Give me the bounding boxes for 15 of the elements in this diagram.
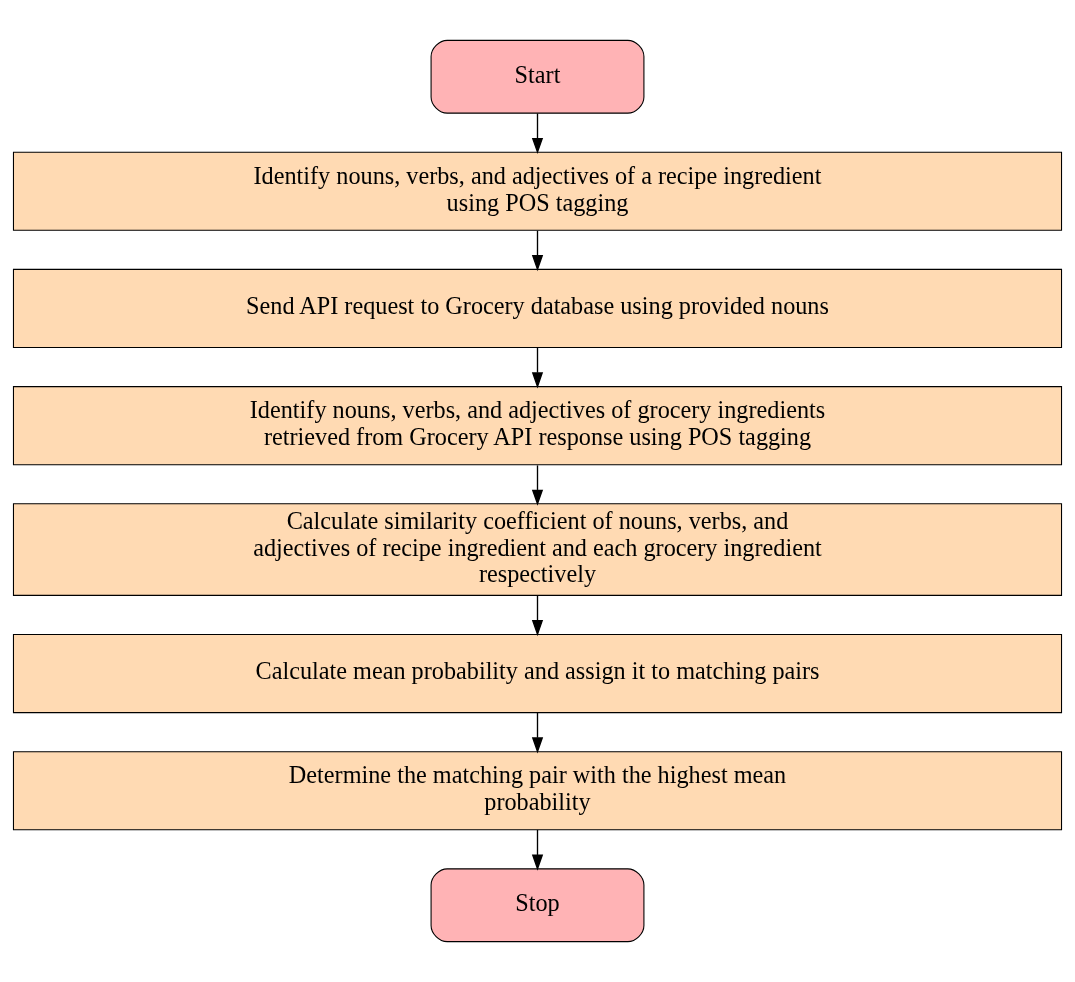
node-box: Calculate mean probability and assign it to matching pairs (12, 633, 1063, 714)
node-box: Start (430, 39, 645, 114)
arrow (531, 829, 544, 871)
node-box: Calculate similarity coefficient of nouns, verbs, and adjectives of recipe ingredient and each grocery ingredient respectively (12, 503, 1063, 596)
arrow (531, 230, 544, 272)
arrow (531, 712, 544, 754)
node-box: Identify nouns, verbs, and adjectives of a recipe ingredient using POS tagging (12, 151, 1063, 231)
arrow (531, 594, 544, 637)
node-box: Stop (430, 868, 645, 943)
arrow (531, 112, 544, 155)
node-box: Send API request to Grocery database using provided nouns (12, 268, 1063, 349)
node-box: Identify nouns, verbs, and adjectives of grocery ingredients retrieved from Grocery API response using POS tagging (12, 386, 1063, 466)
node-box: Determine the matching pair with the highest mean probability (12, 751, 1063, 831)
arrow (531, 464, 544, 506)
arrow (531, 347, 544, 389)
